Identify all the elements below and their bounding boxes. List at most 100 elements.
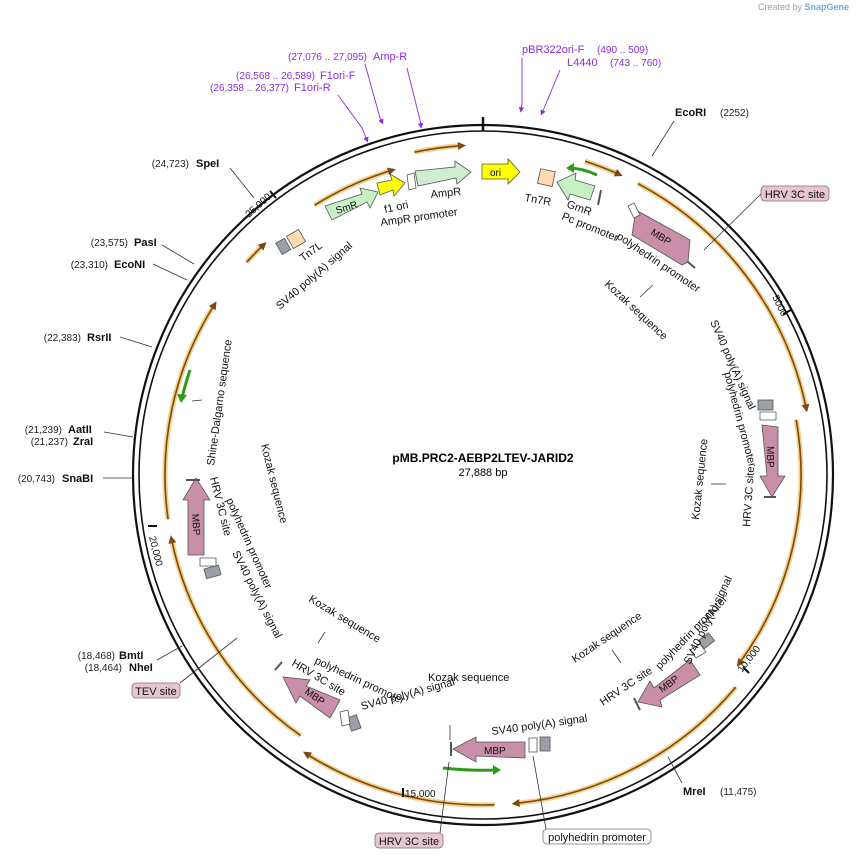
enzyme-leader — [156, 645, 183, 661]
leader-line — [639, 284, 654, 298]
primer-name: Amp-R — [373, 51, 407, 63]
hrv-site-mark — [687, 261, 696, 269]
leader-line — [611, 649, 622, 664]
enzyme-name: AatII — [68, 424, 92, 436]
gmr-arrow — [556, 172, 596, 201]
green-arrow — [442, 766, 496, 772]
orf-arc-glow — [162, 305, 216, 520]
orf-arrowhead — [511, 799, 520, 807]
kozak-label: Kozak sequence — [258, 443, 289, 525]
polh-arrow — [339, 709, 351, 727]
enzyme-leader — [667, 756, 683, 784]
green-arrow-head — [493, 765, 501, 775]
enzyme-pos: (18,468) — [78, 651, 115, 662]
site-box-label: TEV site — [135, 686, 177, 698]
orf-arc — [171, 540, 302, 737]
leader-line — [317, 631, 326, 644]
ampr-arrow — [414, 160, 472, 187]
tn7r-box — [537, 168, 556, 187]
plasmid-name: pMB.PRC2-AEBP2LTEV-JARID2 — [392, 451, 573, 465]
enzyme-name: BmtI — [119, 650, 143, 662]
orf-arrowhead — [736, 657, 745, 667]
enzyme-name: EcoNI — [114, 259, 145, 271]
primer-pos: (26,358 .. 26,377) — [210, 83, 289, 94]
primer-name: F1ori-R — [294, 82, 331, 94]
site-box-label: HRV 3C site — [765, 189, 825, 201]
sv40-box — [757, 399, 774, 411]
enzyme-pos: (20,743) — [18, 474, 55, 485]
mbp-arrow — [637, 659, 701, 708]
shine-label: Shine-Dalgarno sequence — [205, 339, 235, 467]
gmr-promoter-mark — [597, 189, 602, 206]
orf-arrowhead — [168, 535, 177, 544]
enzyme-name: MreI — [683, 786, 706, 798]
sv40-label: SV40 poly(A) signal — [491, 713, 588, 738]
sv40-box — [203, 564, 222, 580]
feature-layer — [177, 157, 786, 775]
ori-arrow — [481, 157, 521, 185]
primer-leader — [337, 94, 369, 143]
primer-name: F1ori-F — [320, 70, 356, 82]
orf-arc — [307, 754, 495, 806]
kozak-label: Kozak sequence — [570, 610, 644, 665]
hrv-label: HRV 3C site — [741, 466, 757, 527]
enzyme-leader — [103, 431, 134, 438]
tick-mark — [269, 190, 277, 199]
orf-arrowhead — [303, 751, 312, 760]
site-box-label: polyhedrin promoter — [548, 832, 646, 844]
snapgene-logo: SnapGene — [804, 2, 849, 12]
kozak-label: Kozak sequence — [602, 278, 670, 342]
orf-arcs — [162, 141, 810, 808]
enzyme-name: SnaBI — [62, 473, 93, 485]
enzyme-leader — [161, 244, 195, 265]
polh-arrow — [689, 643, 707, 659]
ori-label: ori — [490, 168, 501, 179]
enzyme-pos: (2252) — [720, 108, 749, 119]
sv40-box — [539, 736, 551, 752]
orf-arrowhead — [801, 403, 810, 413]
mbp-label: MBP — [764, 446, 775, 468]
ampr-promoter-arrow — [406, 172, 417, 191]
primer-name: L4440 — [567, 57, 598, 69]
orf-arc-glow — [306, 752, 495, 808]
sv40-box — [697, 632, 716, 650]
tick-label: 20,000 — [146, 535, 164, 568]
mbp-arrow — [182, 477, 211, 556]
orf-arrowhead — [257, 242, 267, 251]
orf-arrowhead — [208, 301, 217, 311]
tn7r-label: Tn7R — [523, 192, 552, 208]
site-box — [542, 828, 652, 845]
site-boxes: HRV 3C site TEV site HRV 3C site polyhed… — [131, 185, 830, 849]
f1ori-arrow — [376, 173, 406, 197]
primer-leader — [518, 58, 525, 113]
orf-arc — [164, 306, 214, 520]
orf-arc — [517, 686, 737, 804]
tick-mark — [742, 666, 750, 674]
primer-leader — [406, 67, 424, 129]
primer-pos: (26,568 .. 26,589) — [236, 71, 315, 82]
site-box — [760, 185, 830, 202]
enzyme-leader — [229, 167, 255, 199]
f1ori-label: f1 ori — [383, 199, 409, 216]
mbp-arrow — [631, 209, 691, 266]
enzyme-pos: (23,310) — [71, 260, 108, 271]
enzyme-pos: (21,237) — [31, 437, 68, 448]
orf-arc — [739, 419, 802, 663]
polh-arrow — [199, 557, 217, 567]
enzyme-name: ZraI — [73, 436, 93, 448]
mbp-arrow — [282, 676, 341, 719]
polh-arrow — [627, 202, 641, 219]
enzyme-name: NheI — [129, 662, 153, 674]
smr-arrow — [324, 187, 379, 221]
mbp-arrow — [452, 736, 526, 763]
enzyme-pos: (23,575) — [91, 238, 128, 249]
mbp-label: MBP — [484, 746, 506, 757]
enzyme-pos: (11,475) — [720, 787, 757, 798]
primer-name: pBR322ori-F — [522, 44, 585, 56]
orf-arrowhead — [386, 167, 396, 176]
leader-line — [191, 399, 203, 402]
leader-line — [532, 755, 547, 830]
sv40-box — [275, 237, 292, 256]
enzyme-labels: EcoRI (2252) MreI (11,475) NheI (18,464)… — [18, 107, 757, 798]
